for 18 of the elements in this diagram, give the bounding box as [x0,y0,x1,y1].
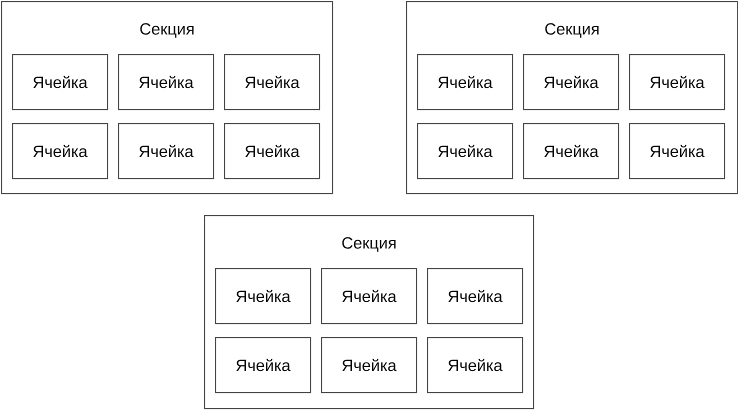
cell-box: Ячейка [321,268,418,324]
cell-box: Ячейка [12,54,108,110]
cell-box: Ячейка [224,54,320,110]
cell-box: Ячейка [629,54,726,110]
cell-box: Ячейка [523,123,620,180]
cell-box: Ячейка [427,336,524,394]
cell-box: Ячейка [215,336,312,394]
cell-box: Ячейка [118,54,214,110]
cell-box: Ячейка [417,54,514,110]
cell-box: Ячейка [224,123,320,180]
cell-box: Ячейка [629,123,726,180]
cell-box: Ячейка [215,268,312,324]
cell-box: Ячейка [427,268,524,324]
cell-box: Ячейка [321,336,418,394]
cell-box: Ячейка [417,123,514,180]
cell-box: Ячейка [523,54,620,110]
cell-box: Ячейка [118,123,214,180]
cell-box: Ячейка [12,123,108,180]
